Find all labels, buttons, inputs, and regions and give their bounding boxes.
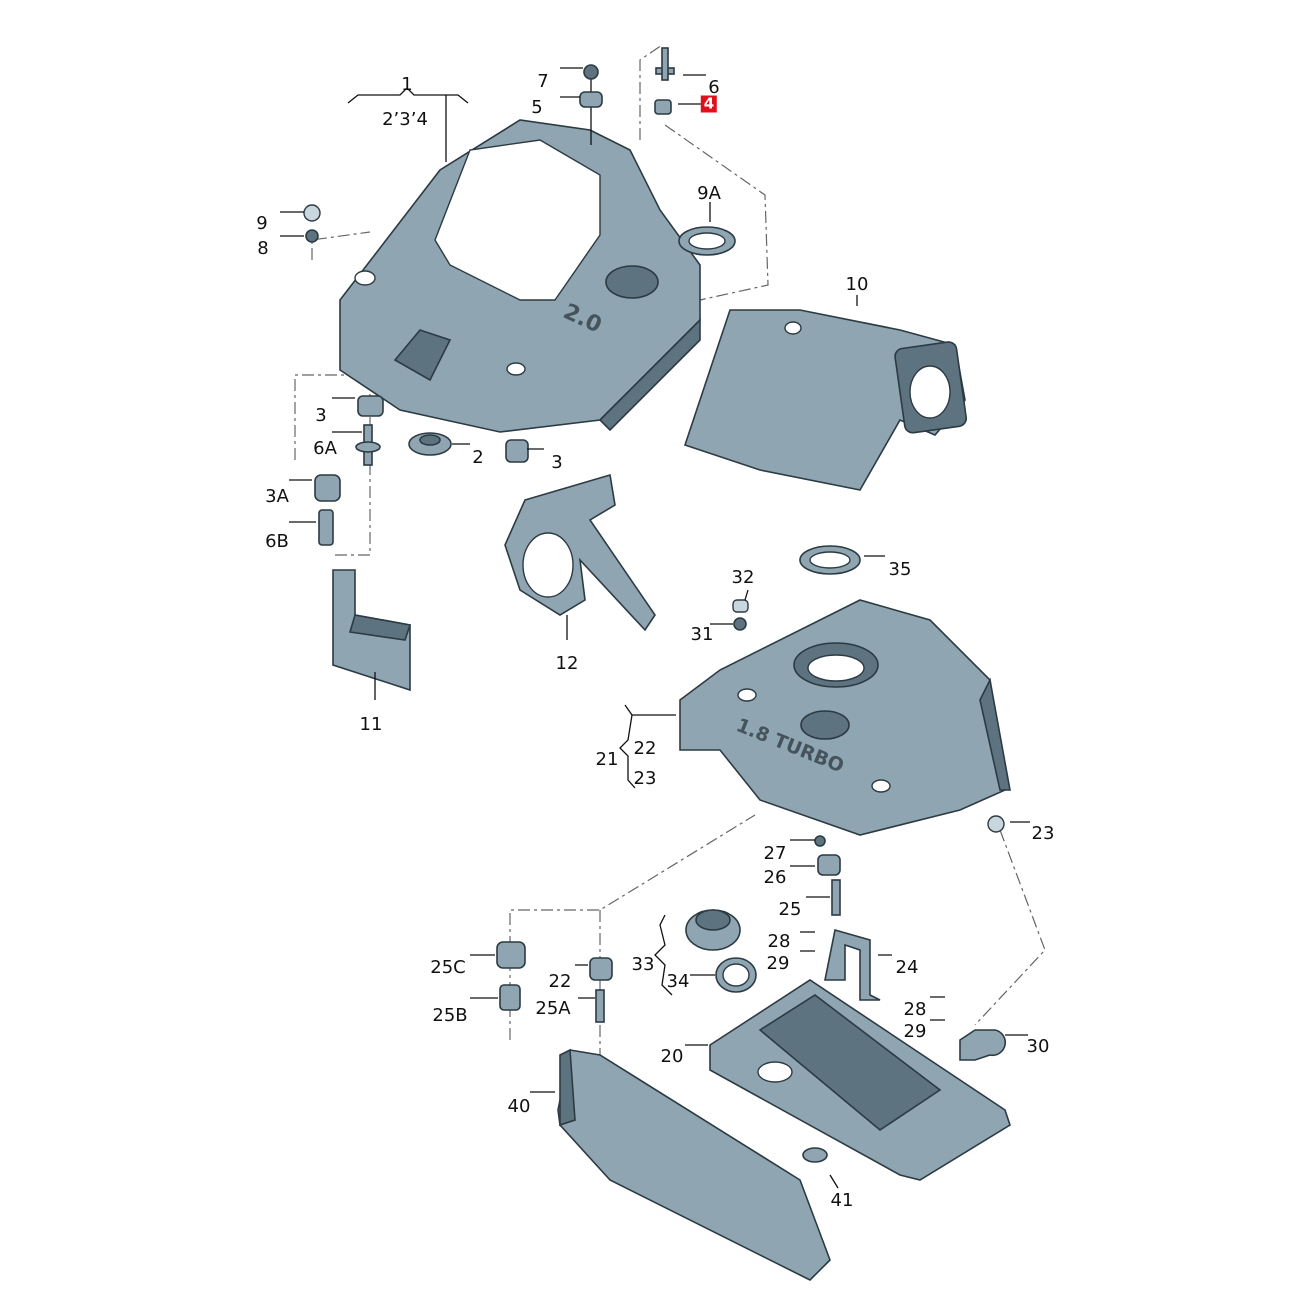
callout-25: 25: [778, 899, 802, 920]
callout-6a: 6A: [313, 438, 337, 459]
callout-5: 5: [531, 97, 543, 118]
callout-22: 22: [633, 738, 657, 759]
callout-25c: 25C: [430, 957, 466, 978]
valve-cover: [685, 835, 1011, 1181]
callout-35: 35: [888, 559, 912, 580]
callout-23: 23: [633, 768, 657, 789]
callout-28: 28: [767, 931, 791, 952]
callout-21: 21: [595, 749, 619, 770]
callout-32: 32: [731, 567, 755, 588]
callout-1: 1: [401, 74, 413, 95]
callout-9: 9: [256, 213, 268, 234]
callout-34: 34: [666, 971, 690, 992]
callout-20: 20: [660, 1046, 684, 1067]
callout-22: 22: [548, 971, 572, 992]
callout-3: 3: [315, 405, 327, 426]
intake-manifold: [683, 309, 968, 491]
lower-fasteners-and-pipe: [496, 941, 831, 1281]
callout-7: 7: [537, 71, 549, 92]
leader-lines: [280, 67, 1030, 1189]
callout-28: 28: [903, 999, 927, 1020]
assembly-lines: [294, 44, 1046, 1060]
callout-40: 40: [507, 1096, 531, 1117]
callout-29: 29: [903, 1021, 927, 1042]
callout-33: 33: [631, 954, 655, 975]
callout-30: 30: [1026, 1036, 1050, 1057]
callout-6: 6: [708, 77, 720, 98]
callout-25b: 25B: [432, 1005, 468, 1026]
callout-3: 3: [551, 452, 563, 473]
callout-26: 26: [763, 867, 787, 888]
callout-8: 8: [257, 238, 269, 259]
bracket-and-fasteners-left: [314, 395, 529, 692]
callout-25a: 25A: [535, 998, 571, 1019]
callout-23: 23: [1031, 823, 1055, 844]
callout-6b: 6B: [265, 531, 289, 552]
callout-31: 31: [690, 624, 714, 645]
engine-cover-2-0: 2.0: [339, 119, 701, 433]
callout-41: 41: [830, 1190, 854, 1211]
callout-24: 24: [895, 957, 919, 978]
fasteners-top: [303, 47, 736, 256]
callout-12: 12: [555, 653, 579, 674]
callout-2-3-4: 2’3’4: [382, 109, 428, 130]
callout-29: 29: [766, 953, 790, 974]
engine-cover-1-8-turbo: 1.8 TURBO: [679, 545, 1011, 836]
callout-9a: 9A: [697, 183, 721, 204]
callout-10: 10: [845, 274, 869, 295]
callout-4-highlighted[interactable]: 4: [700, 95, 718, 113]
bracket-12: [504, 473, 656, 632]
callout-3a: 3A: [265, 486, 289, 507]
callout-11: 11: [359, 714, 383, 735]
callout-2: 2: [472, 447, 484, 468]
callout-27: 27: [763, 843, 787, 864]
